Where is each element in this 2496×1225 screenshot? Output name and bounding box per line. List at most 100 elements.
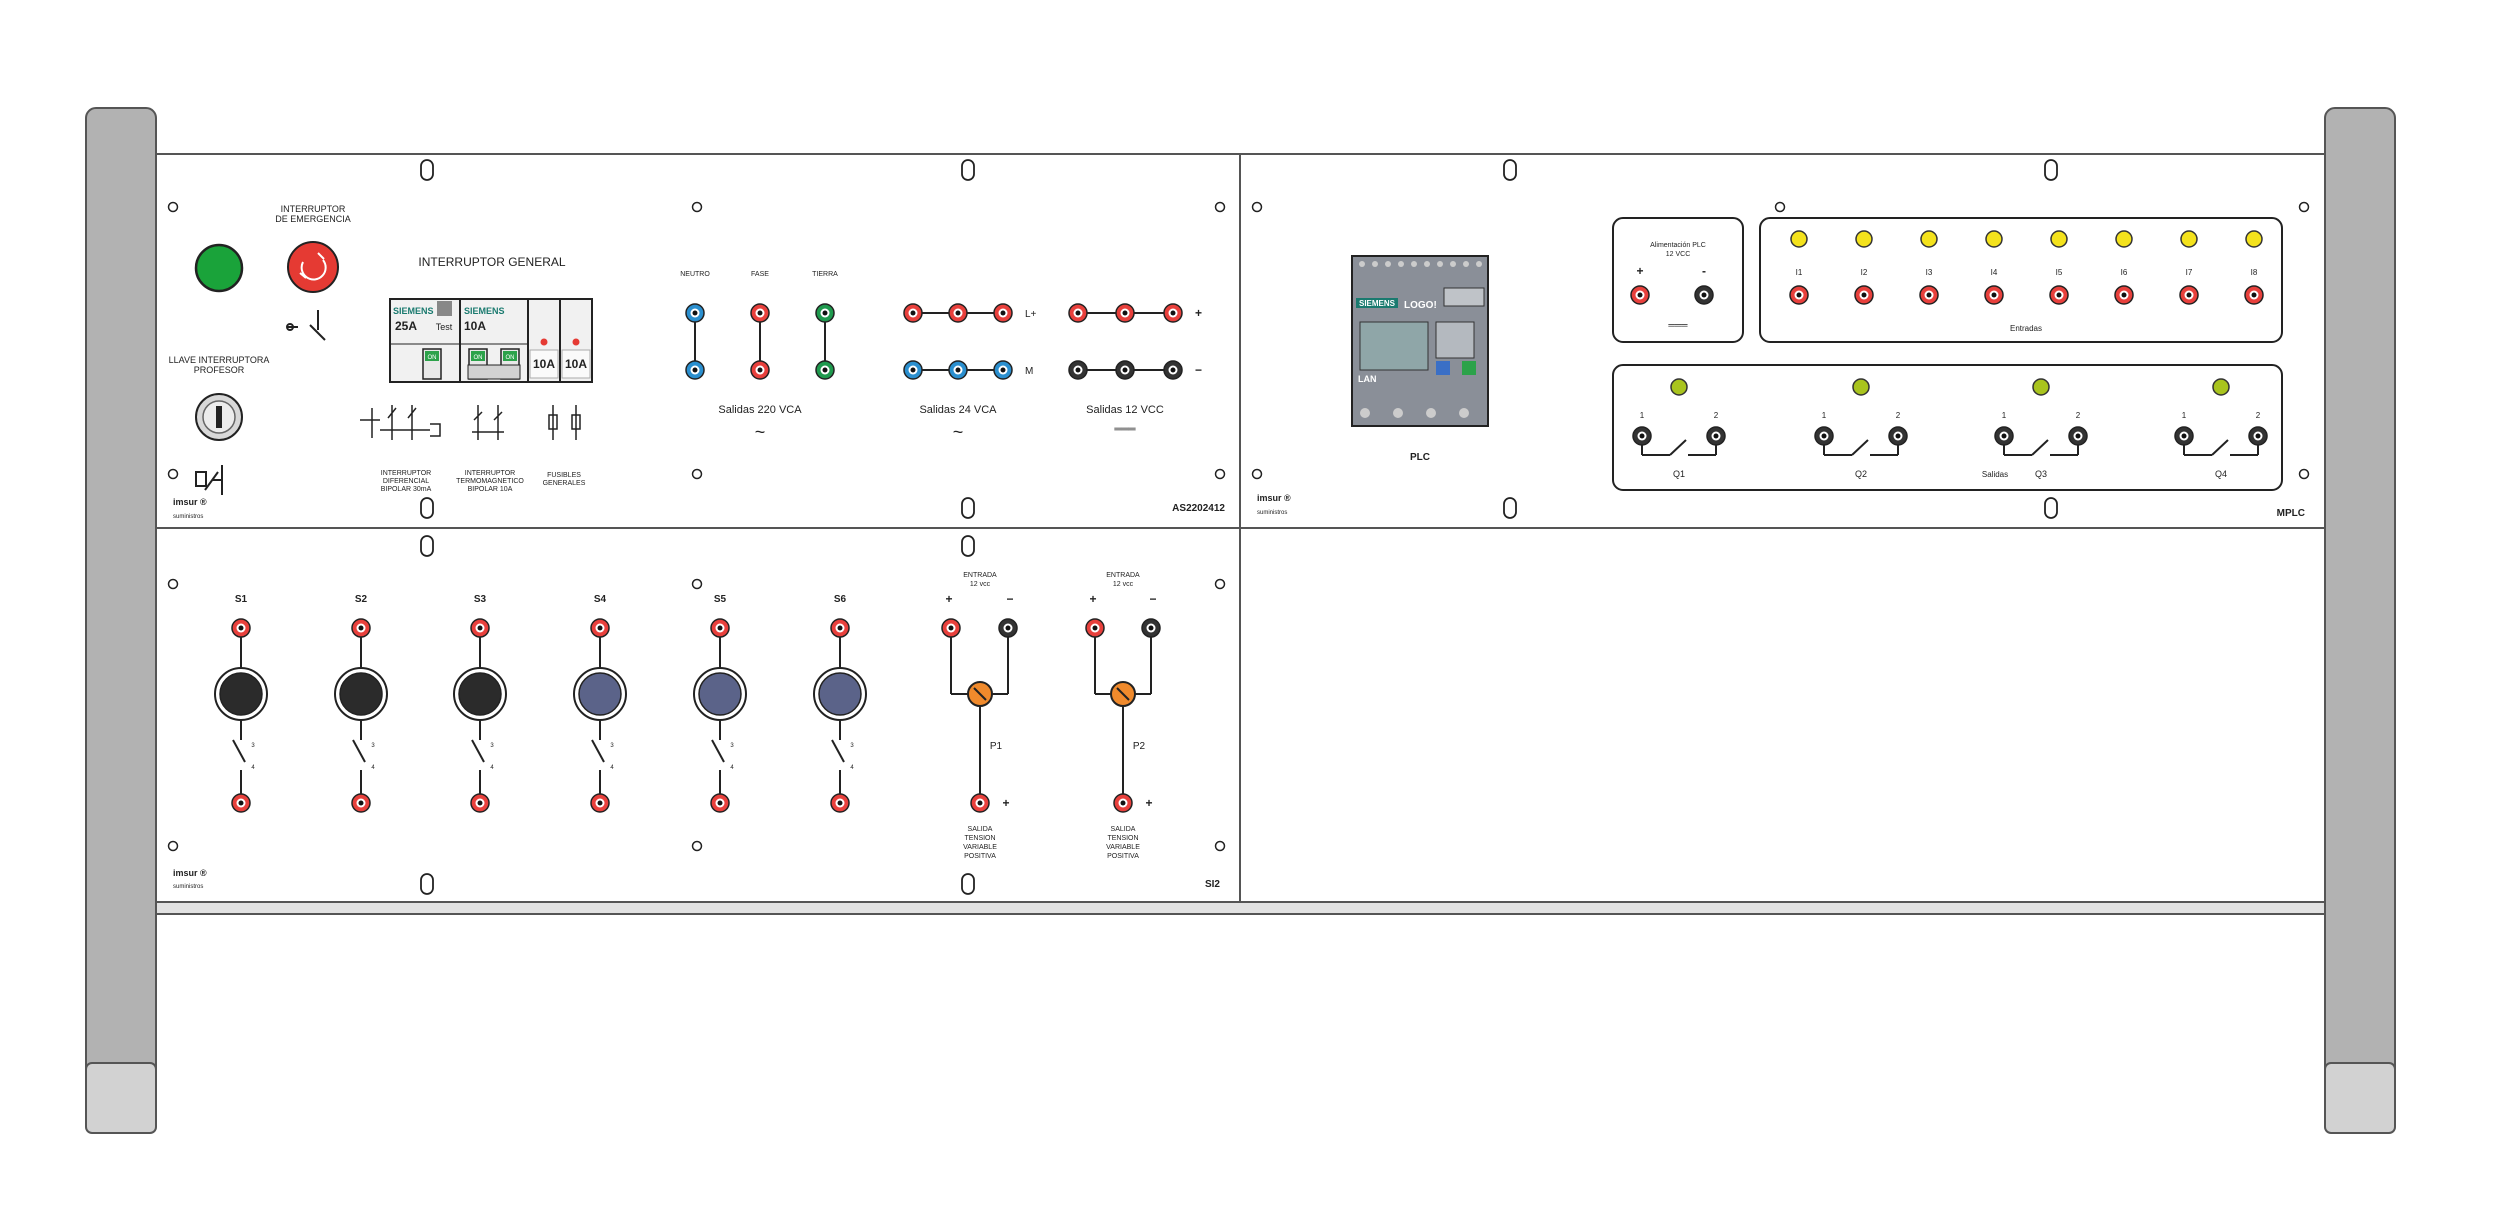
pot-socket-minus[interactable] xyxy=(998,618,1018,638)
push-button-s6[interactable] xyxy=(813,667,867,721)
output-socket-q1-1[interactable] xyxy=(1632,426,1652,446)
breaker-brand: SIEMENS xyxy=(393,306,434,316)
pot-output-label: SALIDA xyxy=(1111,826,1136,833)
pot-socket-plus[interactable] xyxy=(941,618,961,638)
socket-earth[interactable] xyxy=(815,303,835,323)
switch-socket-top-s2[interactable] xyxy=(351,618,371,638)
right-rail xyxy=(2324,107,2396,1134)
breaker-toggle[interactable]: ON xyxy=(422,348,442,380)
input-socket-i6[interactable] xyxy=(2114,285,2134,305)
mounting-slot xyxy=(420,873,434,895)
left-rail-foot xyxy=(85,1062,157,1134)
emergency-stop-button[interactable] xyxy=(287,241,339,293)
pot-socket-output[interactable] xyxy=(970,793,990,813)
output-socket-q2-1[interactable] xyxy=(1814,426,1834,446)
mounting-screw xyxy=(167,201,179,213)
input-led-i2 xyxy=(1855,230,1873,248)
out-12vcc-label: Salidas 12 VCC xyxy=(1086,404,1164,416)
socket-earth[interactable] xyxy=(815,360,835,380)
switch-socket-top-s5[interactable] xyxy=(710,618,730,638)
on-label: ON xyxy=(474,355,483,361)
input-socket-i7[interactable] xyxy=(2179,285,2199,305)
switch-socket-top-s6[interactable] xyxy=(830,618,850,638)
switch-socket-top-s4[interactable] xyxy=(590,618,610,638)
fuse-rating: 10A xyxy=(533,357,555,371)
mounting-screw xyxy=(1214,578,1226,590)
switch-socket-bottom-s3[interactable] xyxy=(470,793,490,813)
push-button-s1[interactable] xyxy=(214,667,268,721)
test-button[interactable] xyxy=(437,301,452,316)
brand-logo: imsur ® xyxy=(173,868,207,878)
output-socket-q4-1[interactable] xyxy=(2174,426,2194,446)
switch-socket-bottom-s6[interactable] xyxy=(830,793,850,813)
estop-label: INTERRUPTOR xyxy=(281,204,346,214)
mag-breaker-label: INTERRUPTOR xyxy=(465,470,515,477)
input-socket-i5[interactable] xyxy=(2049,285,2069,305)
pot-socket-plus[interactable] xyxy=(1085,618,1105,638)
socket-12vcc-minus[interactable] xyxy=(1068,360,1088,380)
input-led-i4 xyxy=(1985,230,2003,248)
input-socket-i8[interactable] xyxy=(2244,285,2264,305)
mounting-screw xyxy=(167,840,179,852)
input-label-i1: I1 xyxy=(1796,268,1803,277)
mounting-screw xyxy=(1214,201,1226,213)
mounting-slot xyxy=(420,159,434,181)
socket-24vca-l[interactable] xyxy=(903,303,923,323)
pot-out-plus: + xyxy=(1002,796,1009,810)
input-socket-i2[interactable] xyxy=(1854,285,1874,305)
switch-socket-bottom-s1[interactable] xyxy=(231,793,251,813)
mounting-slot xyxy=(1503,159,1517,181)
output-socket-q3-2[interactable] xyxy=(2068,426,2088,446)
push-button-s2[interactable] xyxy=(334,667,388,721)
input-socket-i1[interactable] xyxy=(1789,285,1809,305)
fuse-holder[interactable] xyxy=(529,349,559,379)
socket-12vcc-plus[interactable] xyxy=(1068,303,1088,323)
contact-label: 3 xyxy=(490,743,494,749)
switch-socket-top-s1[interactable] xyxy=(231,618,251,638)
output-socket-q1-2[interactable] xyxy=(1706,426,1726,446)
key-switch[interactable] xyxy=(195,393,243,441)
input-socket-i4[interactable] xyxy=(1984,285,2004,305)
psu-socket-plus[interactable] xyxy=(1630,285,1650,305)
contact-2-label: 2 xyxy=(1896,411,1901,420)
fuse-holder[interactable] xyxy=(561,349,591,379)
potentiometer-p1[interactable] xyxy=(967,681,993,707)
output-socket-q2-2[interactable] xyxy=(1888,426,1908,446)
pot-output-label: SALIDA xyxy=(968,826,993,833)
mounting-screw xyxy=(1214,468,1226,480)
socket-24vca-m[interactable] xyxy=(948,360,968,380)
socket-phase[interactable] xyxy=(750,360,770,380)
output-socket-q3-1[interactable] xyxy=(1994,426,2014,446)
socket-12vcc-plus[interactable] xyxy=(1115,303,1135,323)
push-button-s3[interactable] xyxy=(453,667,507,721)
switch-contact xyxy=(471,739,485,763)
input-socket-i3[interactable] xyxy=(1919,285,1939,305)
switch-socket-bottom-s4[interactable] xyxy=(590,793,610,813)
potentiometer-p2[interactable] xyxy=(1110,681,1136,707)
push-button-s4[interactable] xyxy=(573,667,627,721)
pot-socket-output[interactable] xyxy=(1113,793,1133,813)
switch-contact xyxy=(831,739,845,763)
switch-socket-bottom-s2[interactable] xyxy=(351,793,371,813)
socket-neutral[interactable] xyxy=(685,303,705,323)
switch-socket-top-s3[interactable] xyxy=(470,618,490,638)
push-button-s5[interactable] xyxy=(693,667,747,721)
socket-24vca-l[interactable] xyxy=(993,303,1013,323)
psu-socket-minus[interactable] xyxy=(1694,285,1714,305)
socket-12vcc-plus[interactable] xyxy=(1163,303,1183,323)
socket-12vcc-minus[interactable] xyxy=(1115,360,1135,380)
socket-12vcc-minus[interactable] xyxy=(1163,360,1183,380)
socket-24vca-m[interactable] xyxy=(903,360,923,380)
tierra-label: TIERRA xyxy=(812,271,838,278)
pot-socket-minus[interactable] xyxy=(1141,618,1161,638)
contact-label: 4 xyxy=(490,765,494,771)
pot-minus: − xyxy=(1149,592,1156,606)
pot-input-label: ENTRADA xyxy=(963,572,997,579)
socket-24vca-m[interactable] xyxy=(993,360,1013,380)
socket-24vca-l[interactable] xyxy=(948,303,968,323)
switch-socket-bottom-s5[interactable] xyxy=(710,793,730,813)
input-led-i3 xyxy=(1920,230,1938,248)
socket-neutral[interactable] xyxy=(685,360,705,380)
output-socket-q4-2[interactable] xyxy=(2248,426,2268,446)
socket-phase[interactable] xyxy=(750,303,770,323)
